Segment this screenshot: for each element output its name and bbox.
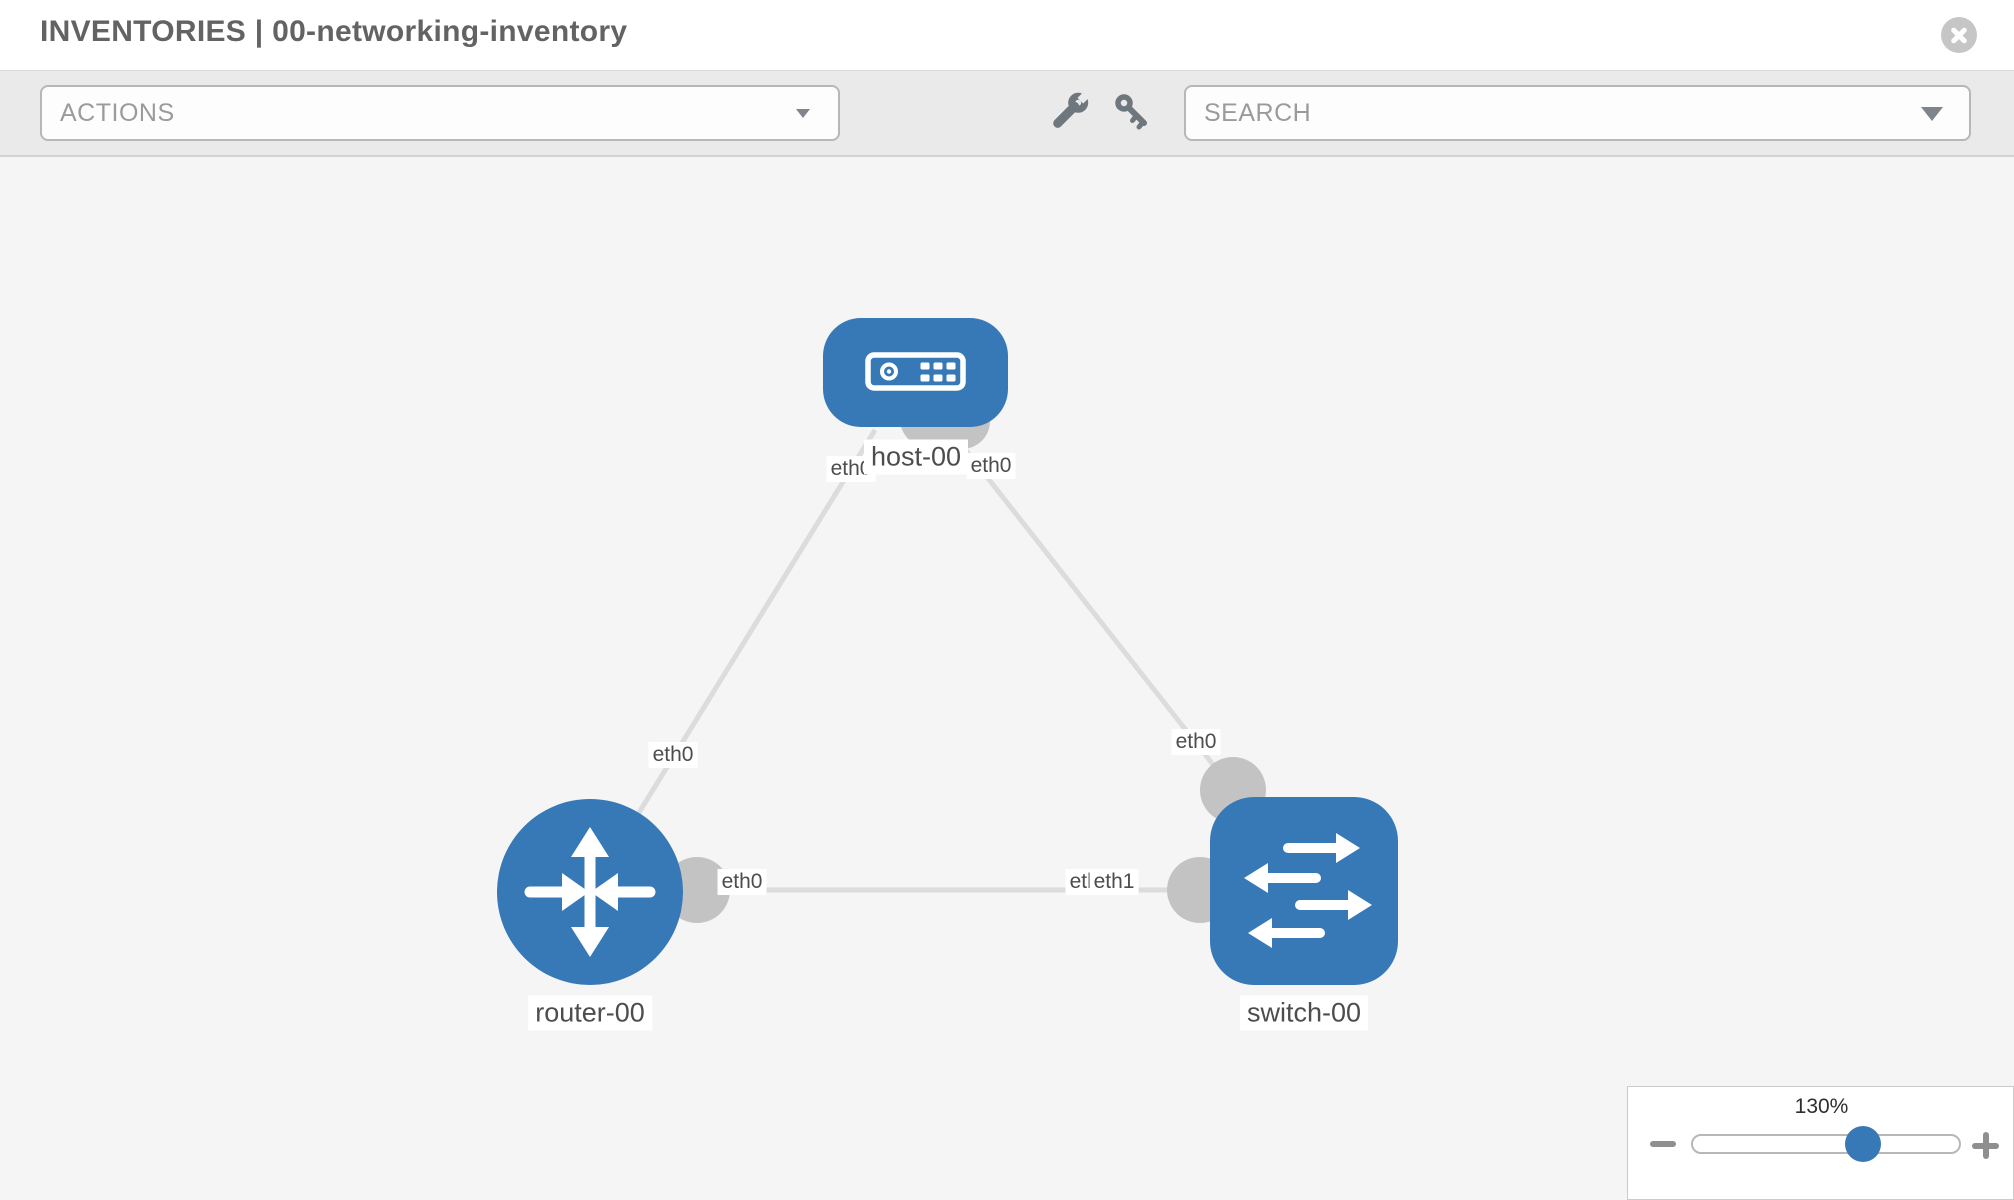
node-switch[interactable] [1210, 797, 1398, 985]
wrench-icon[interactable] [1046, 89, 1092, 135]
close-icon[interactable] [1941, 17, 1977, 53]
zoom-panel: 130% [1627, 1086, 2014, 1200]
interface-label: eth0 [1171, 729, 1221, 755]
link-group [587, 428, 1304, 894]
toolbar: ACTIONS SEARC [0, 71, 2014, 157]
topology-canvas[interactable]: eth0 host-00 eth0 eth0 eth0 eth0 eth0 et… [0, 157, 2014, 1200]
node-label-router: router-00 [528, 995, 652, 1031]
node-label-switch: switch-00 [1239, 995, 1369, 1031]
node-host[interactable] [823, 318, 1008, 427]
host-icon [865, 352, 966, 391]
node-label-host: host-00 [863, 439, 969, 475]
node-router[interactable] [497, 799, 683, 985]
zoom-out-icon[interactable] [1650, 1141, 1676, 1147]
interface-label: eth1 [1089, 869, 1139, 895]
page-title: INVENTORIES | 00-networking-inventory [40, 15, 628, 48]
interface-label: eth0 [966, 453, 1016, 479]
header: INVENTORIES | 00-networking-inventory [0, 0, 2014, 71]
interface-label: eth0 [648, 742, 698, 768]
actions-dropdown-label: ACTIONS [60, 99, 175, 127]
search-input[interactable]: SEARCH [1184, 85, 1971, 141]
chevron-down-icon [796, 109, 810, 118]
interface-label: eth0 [717, 869, 767, 895]
router-icon [524, 827, 656, 957]
zoom-slider-thumb[interactable] [1845, 1126, 1881, 1162]
zoom-slider-track[interactable] [1691, 1134, 1961, 1154]
chevron-down-icon [1921, 107, 1943, 121]
zoom-in-icon[interactable] [1972, 1132, 1999, 1159]
key-icon[interactable] [1110, 89, 1156, 135]
interface-label: eth0 [826, 456, 876, 482]
search-placeholder: SEARCH [1204, 99, 1312, 127]
switch-icon [1244, 833, 1372, 948]
actions-dropdown[interactable]: ACTIONS [40, 85, 840, 141]
zoom-level: 130% [1794, 1095, 1849, 1118]
